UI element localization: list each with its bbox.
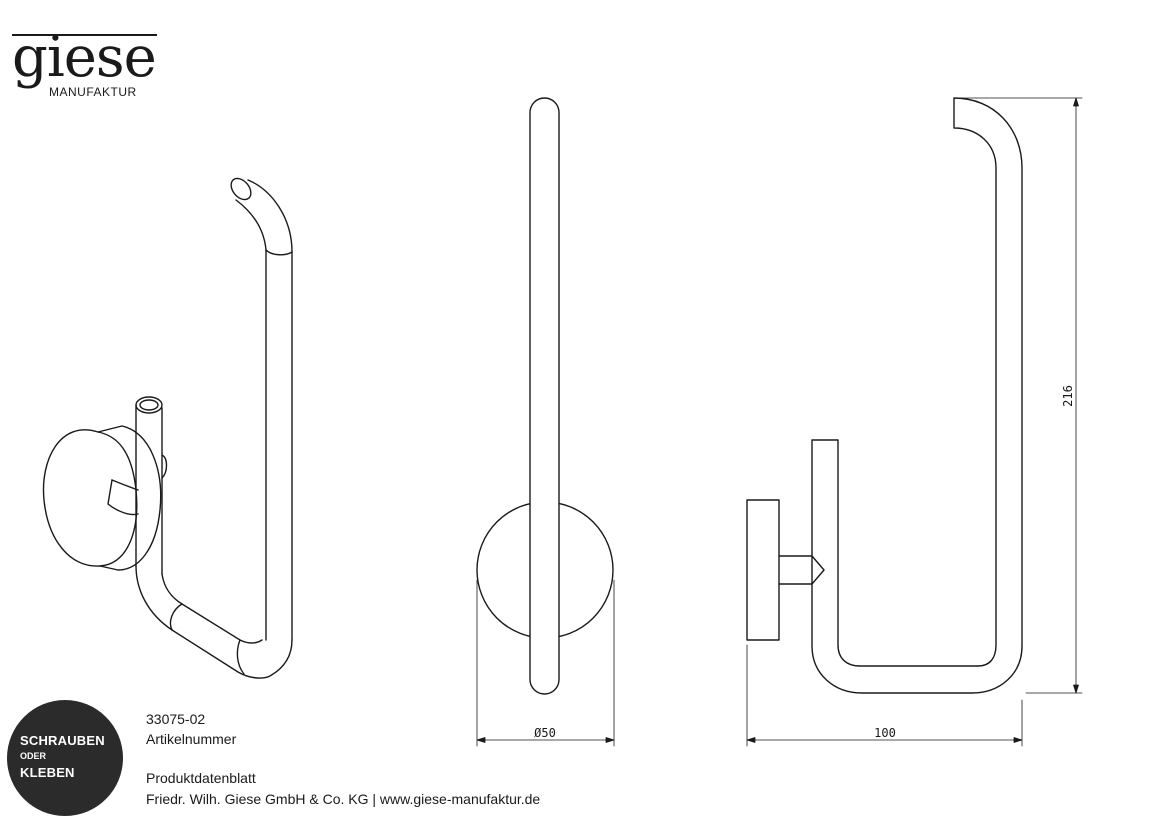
perspective-arm-joint2 bbox=[236, 639, 245, 675]
logo-rule bbox=[12, 34, 157, 36]
perspective-stem bbox=[107, 479, 139, 516]
height-dimension-label: 216 bbox=[1061, 385, 1075, 407]
perspective-rosette-rim bbox=[97, 425, 162, 571]
badge-line-1: SCHRAUBEN bbox=[20, 733, 105, 748]
perspective-arm-joint bbox=[169, 603, 183, 631]
logo-subtitle: MANUFAKTUR bbox=[49, 85, 137, 99]
giese-logo: giese MANUFAKTUR bbox=[12, 26, 162, 106]
badge-line-3: KLEBEN bbox=[20, 765, 75, 780]
perspective-short-rod bbox=[135, 404, 163, 575]
mounting-badge: SCHRAUBEN ODER KLEBEN bbox=[7, 700, 123, 816]
perspective-top-hook bbox=[235, 179, 293, 253]
badge-line-2: ODER bbox=[20, 751, 47, 761]
side-rosette bbox=[746, 499, 780, 641]
side-view bbox=[746, 97, 1083, 747]
perspective-stem-top bbox=[111, 479, 139, 491]
side-stem bbox=[778, 555, 825, 585]
front-view bbox=[476, 97, 615, 747]
perspective-bottom-bend-inner bbox=[161, 573, 263, 644]
side-width-dimension bbox=[746, 644, 1023, 747]
perspective-short-rod-top bbox=[135, 396, 163, 414]
article-number-label: Artikelnummer bbox=[146, 731, 237, 747]
perspective-hook-end bbox=[230, 177, 252, 201]
sheet-title: Produktdatenblatt bbox=[146, 770, 256, 786]
perspective-view bbox=[42, 177, 293, 679]
side-height-dimension bbox=[959, 97, 1083, 694]
article-number: 33075-02 bbox=[146, 711, 206, 727]
perspective-short-rod-nub bbox=[161, 454, 168, 479]
width-dimension-label: 100 bbox=[874, 726, 896, 740]
perspective-rosette bbox=[42, 429, 138, 567]
perspective-bottom-bend bbox=[135, 565, 293, 679]
front-dimension bbox=[476, 579, 615, 747]
front-rod bbox=[529, 97, 560, 695]
side-holder bbox=[811, 97, 1023, 694]
perspective-short-rod-top-inner bbox=[139, 399, 159, 411]
perspective-long-rod bbox=[265, 249, 293, 641]
logo-wordmark: giese bbox=[12, 25, 157, 90]
company-info: Friedr. Wilh. Giese GmbH & Co. KG | www.… bbox=[146, 791, 541, 807]
diameter-dimension-label: Ø50 bbox=[534, 726, 556, 740]
perspective-long-rod-joint bbox=[265, 249, 293, 256]
